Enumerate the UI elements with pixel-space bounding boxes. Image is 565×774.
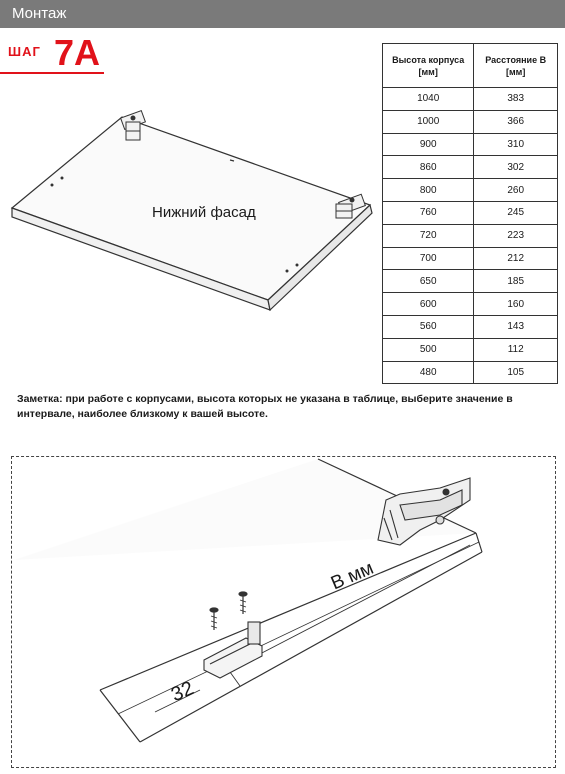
note-text: Заметка: при работе с корпусами, высота … bbox=[17, 393, 513, 420]
screw-icon bbox=[238, 591, 248, 614]
screw-icon bbox=[209, 607, 219, 630]
cell-distance: 105 bbox=[473, 360, 558, 385]
hinge-bottom-right-icon bbox=[335, 193, 366, 219]
table-header-height: Высота корпуса [мм] bbox=[381, 43, 475, 88]
table-header-distance: Расстояние B [мм] bbox=[473, 43, 558, 88]
step-underline bbox=[0, 72, 104, 74]
cell-height: 480 bbox=[381, 360, 475, 385]
step-number: 7A bbox=[54, 32, 101, 73]
panel-illustration bbox=[10, 109, 373, 312]
facade-label: Нижний фасад bbox=[152, 204, 256, 221]
detail-frame bbox=[11, 456, 556, 768]
hinge-detail-icon bbox=[377, 477, 471, 546]
distance-table: Высота корпуса [мм] Расстояние B [мм] 10… bbox=[381, 43, 558, 385]
hinge-top-left-icon bbox=[119, 109, 147, 141]
step-word: ШАГ bbox=[8, 44, 41, 59]
header-title: Монтаж bbox=[12, 5, 67, 22]
mounting-plate-icon bbox=[203, 621, 263, 679]
header-bar: Монтаж bbox=[0, 0, 565, 28]
